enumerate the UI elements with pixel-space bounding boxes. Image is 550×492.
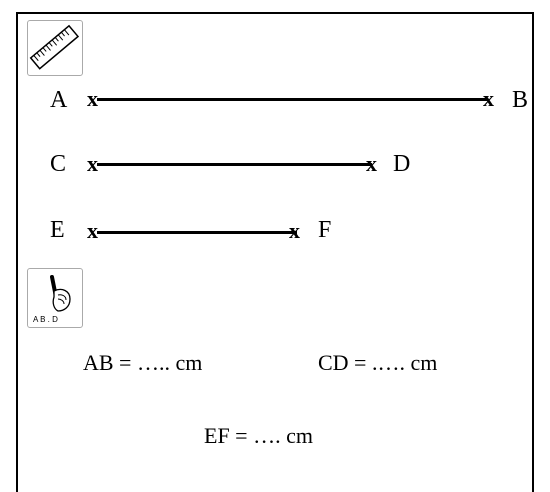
endpoint-mark-b: x [483, 86, 494, 111]
point-label-b: B [512, 87, 529, 113]
endpoint-mark-f: x [289, 218, 300, 243]
endpoint-mark-e: x [87, 218, 98, 243]
point-label-c: C [50, 151, 67, 177]
answer-cd: CD = .…. cm [318, 350, 438, 375]
segment-cd [97, 163, 372, 166]
answer-ab: AB = ….. cm [83, 350, 203, 375]
worksheet-frame [16, 12, 534, 492]
endpoint-mark-a: x [87, 86, 98, 111]
point-label-a: A [50, 87, 68, 113]
point-label-d: D [393, 151, 411, 177]
segment-ab [97, 98, 487, 101]
endpoint-mark-d: x [366, 151, 377, 176]
endpoint-mark-c: x [87, 151, 98, 176]
ruler-icon [27, 20, 83, 76]
point-label-f: F [318, 217, 332, 243]
point-label-e: E [50, 217, 65, 243]
pencil-icon-caption: A B . D [33, 315, 58, 324]
pencil-hand-icon: A B . D [27, 268, 83, 328]
segment-ef [97, 231, 297, 234]
answer-ef: EF = …. cm [204, 423, 313, 448]
